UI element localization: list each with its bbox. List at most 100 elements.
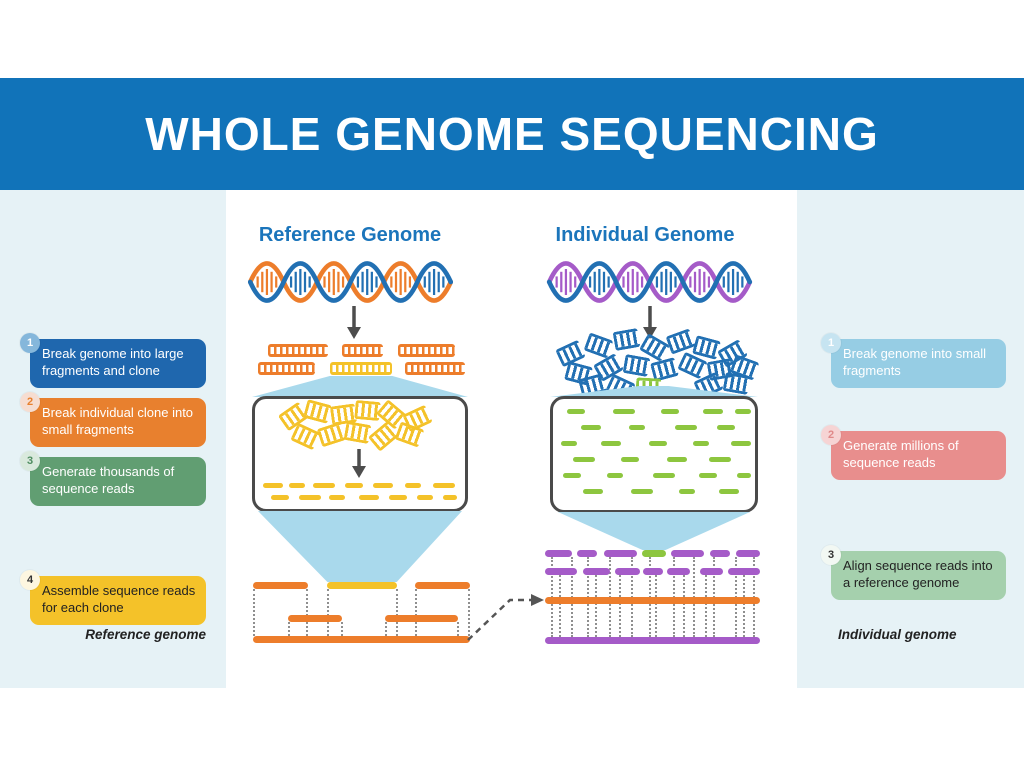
sequence-read [661, 409, 679, 414]
sequence-read [719, 489, 739, 494]
title-banner: WHOLE GENOME SEQUENCING [0, 78, 1024, 190]
left-step-4: 4 Assemble sequence reads for each clone [20, 570, 206, 625]
aligned-read-bar [728, 568, 760, 575]
assembled-clone-bar [327, 582, 397, 589]
sequence-read [693, 441, 709, 446]
sequence-read [417, 495, 433, 500]
step-number-badge: 1 [821, 333, 841, 353]
arrow-down-icon [352, 449, 366, 478]
sequence-read [613, 409, 635, 414]
step-text: Align sequence reads into a reference ge… [843, 558, 993, 590]
left-step-1: 1 Break genome into large fragments and … [20, 333, 206, 388]
alignment-guide-line [415, 589, 417, 636]
aligned-read-bar [545, 568, 577, 575]
sequence-reads [255, 399, 465, 509]
aligned-read-bar [710, 550, 730, 557]
alignment-guide-line [306, 589, 308, 636]
dna-fragment [612, 327, 641, 352]
sequence-read [289, 483, 305, 488]
individual-genome-footer-label: Individual genome [838, 627, 957, 642]
sequence-read [271, 495, 289, 500]
aligned-read-bar [615, 568, 640, 575]
sequence-read [563, 473, 581, 478]
magnifier-funnel [550, 386, 758, 397]
reference-large-fragments [250, 344, 472, 378]
sequence-read [607, 473, 623, 478]
right-step-1: 1 Break genome into small fragments [821, 333, 1006, 388]
step-number-badge: 1 [20, 333, 40, 353]
alignment-guide-line [396, 589, 398, 636]
aligned-read-bar [667, 568, 690, 575]
step-text: Break genome into large fragments and cl… [42, 346, 184, 378]
reference-genome-heading: Reference Genome [258, 224, 442, 246]
dashed-arrow-icon [467, 594, 544, 641]
assembled-clone-bar [253, 582, 308, 589]
alignment-guide-line [595, 575, 597, 637]
sequence-read [389, 495, 407, 500]
arrow-down-icon [643, 306, 657, 339]
alignment-guide-line [385, 622, 387, 636]
alignment-guide-line [341, 622, 343, 636]
sequence-read [313, 483, 335, 488]
dna-fragment [405, 362, 465, 375]
alignment-guide-line [468, 589, 470, 636]
step-number-badge: 3 [821, 545, 841, 565]
aligned-read-bar [583, 568, 610, 575]
assembly-funnel [258, 511, 462, 582]
sequence-read [359, 495, 379, 500]
aligned-read-bar [545, 637, 760, 644]
alignment-guide-line [743, 575, 745, 637]
step-text: Generate millions of sequence reads [843, 438, 959, 470]
reference-magnifier-box [252, 396, 468, 512]
sequence-read [601, 441, 621, 446]
alignment-guide-line [327, 589, 329, 636]
sequence-read [735, 409, 751, 414]
reference-assembly-diagram [250, 578, 472, 648]
sequence-read [405, 483, 421, 488]
left-step-3: 3 Generate thousands of sequence reads [20, 451, 206, 506]
sequence-read [581, 425, 601, 430]
step-text: Break genome into small fragments [843, 346, 987, 378]
sequence-read [299, 495, 321, 500]
sequence-read [709, 457, 731, 462]
sequence-read [679, 489, 695, 494]
sequence-read [731, 441, 751, 446]
aligned-read-bar [577, 550, 597, 557]
sequence-read [737, 473, 751, 478]
dna-fragment [268, 344, 328, 357]
reference-genome-footer-label: Reference genome [85, 627, 206, 642]
right-step-3: 3 Align sequence reads into a reference … [821, 545, 1006, 600]
sequence-read [583, 489, 603, 494]
step-text: Generate thousands of sequence reads [42, 464, 175, 496]
aligned-read-bar [642, 550, 666, 557]
sequence-read [649, 441, 667, 446]
aligned-read-bar [604, 550, 637, 557]
sequence-read [675, 425, 697, 430]
magnifier-funnel [252, 376, 468, 397]
right-step-2: 2 Generate millions of sequence reads [821, 425, 1006, 480]
left-step-2: 2 Break individual clone into small frag… [20, 392, 206, 447]
alignment-guide-line [253, 589, 255, 636]
sequence-read [329, 495, 345, 500]
dna-fragment [665, 328, 696, 355]
individual-alignment-diagram [543, 546, 765, 646]
sequence-read [703, 409, 723, 414]
alignment-guide-line [457, 622, 459, 636]
aligned-read-bar [736, 550, 760, 557]
dna-fragment [258, 362, 315, 375]
assembled-clone-bar [253, 636, 470, 643]
assembled-clone-bar [415, 582, 470, 589]
sequence-read [667, 457, 687, 462]
step-number-badge: 4 [20, 570, 40, 590]
individual-magnifier-box [550, 396, 758, 513]
step-text: Break individual clone into small fragme… [42, 405, 194, 437]
dna-fragment [622, 353, 651, 378]
dna-fragment [342, 344, 383, 357]
sequence-read [443, 495, 457, 500]
step-number-badge: 2 [20, 392, 40, 412]
sequence-reads [553, 399, 755, 510]
sequence-read [373, 483, 393, 488]
aligned-read-bar [700, 568, 723, 575]
alignment-funnel [558, 512, 750, 550]
